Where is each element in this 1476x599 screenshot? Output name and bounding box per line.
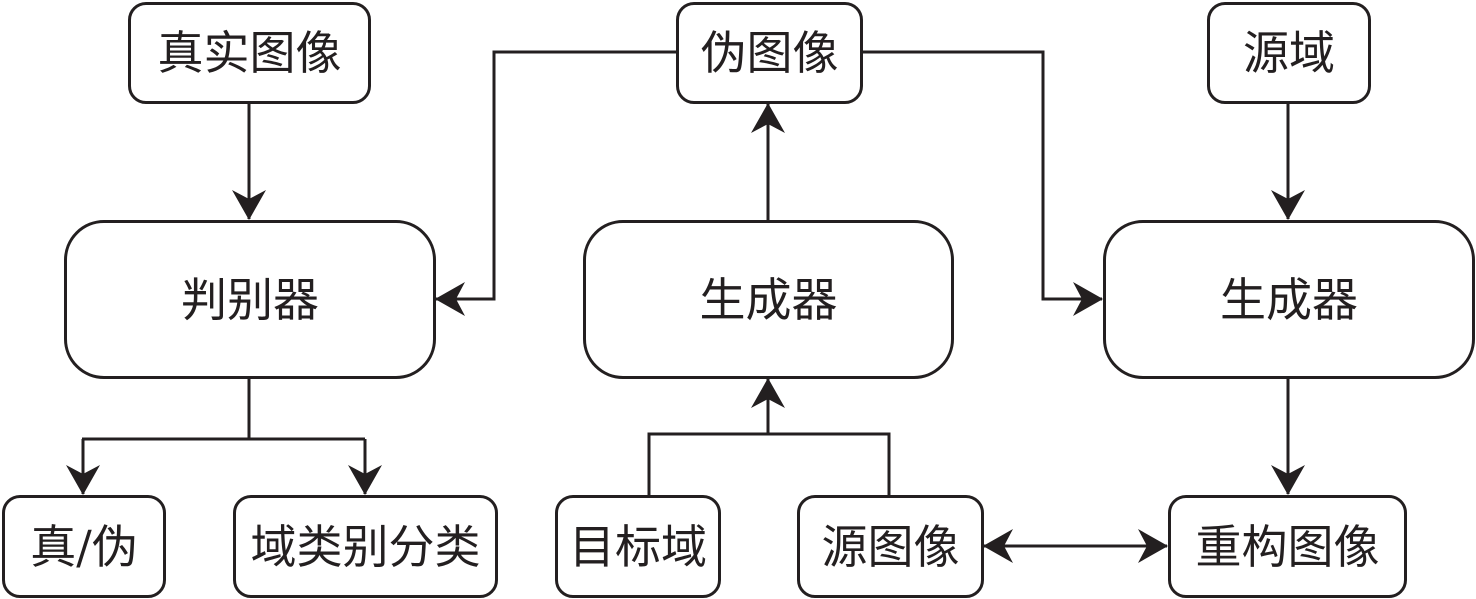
node-label: 判别器 bbox=[181, 272, 319, 327]
node-label: 域类别分类 bbox=[250, 519, 481, 574]
node-real-image: 真实图像 bbox=[128, 2, 371, 104]
node-source-image: 源图像 bbox=[797, 495, 984, 598]
edge-fake-image-to-discriminator bbox=[435, 50, 676, 316]
node-discriminator: 判别器 bbox=[64, 220, 436, 379]
node-generator-main: 生成器 bbox=[583, 220, 954, 379]
node-reconstructed-image: 重构图像 bbox=[1168, 495, 1407, 598]
node-label: 伪图像 bbox=[700, 26, 839, 80]
node-label: 目标域 bbox=[569, 519, 707, 574]
node-label: 重构图像 bbox=[1195, 519, 1380, 574]
node-label: 真实图像 bbox=[157, 26, 342, 80]
node-label: 源图像 bbox=[821, 519, 960, 574]
node-source-domain: 源域 bbox=[1207, 2, 1371, 104]
node-label: 源域 bbox=[1243, 26, 1335, 80]
node-domain-class: 域类别分类 bbox=[233, 495, 498, 598]
edge-inputs-merge bbox=[647, 432, 891, 495]
node-target-domain: 目标域 bbox=[555, 495, 721, 598]
node-label: 生成器 bbox=[699, 272, 838, 327]
edge-fake-image-to-generator-recon bbox=[862, 50, 1103, 316]
node-generator-recon: 生成器 bbox=[1103, 220, 1475, 379]
node-real-fake: 真/伪 bbox=[2, 495, 166, 598]
node-fake-image: 伪图像 bbox=[676, 2, 863, 104]
edge-discriminator-split bbox=[82, 378, 365, 441]
node-label: 真/伪 bbox=[30, 519, 138, 574]
node-label: 生成器 bbox=[1220, 272, 1358, 327]
